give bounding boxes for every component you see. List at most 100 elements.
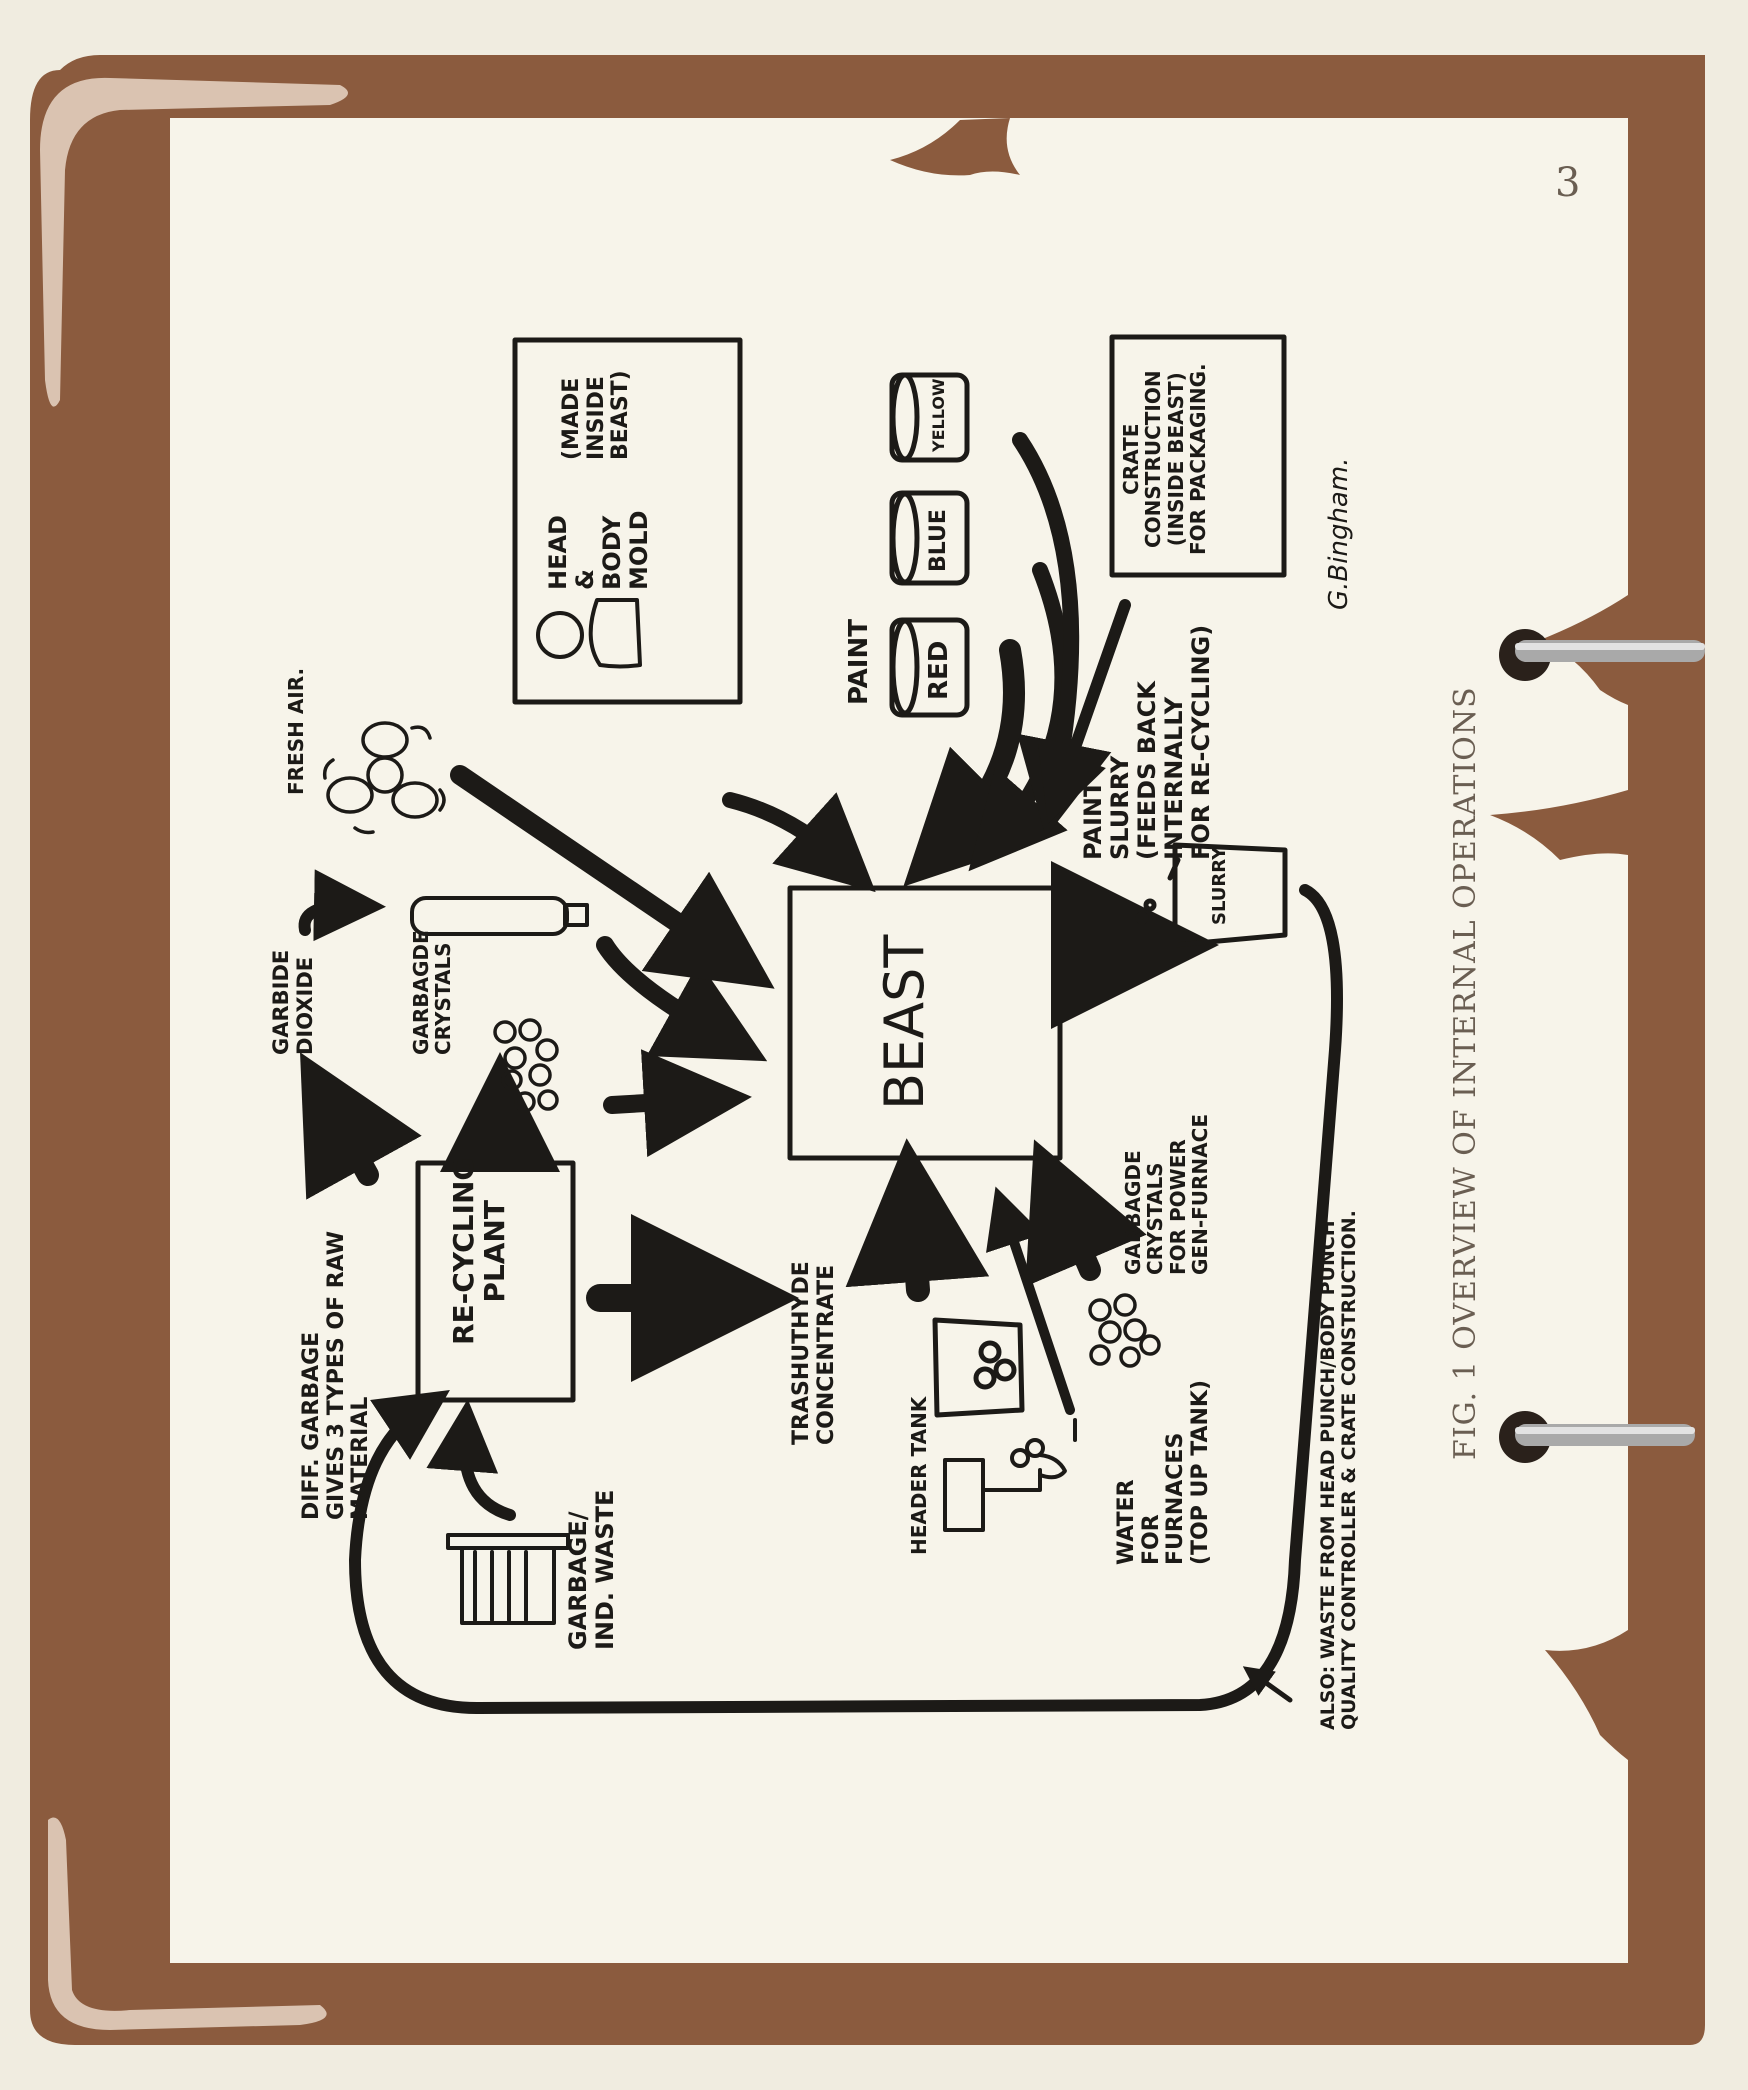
made-inside-line-1: (MADE (559, 377, 584, 460)
made-inside-line-2: INSIDE (583, 376, 609, 460)
header-tank-icon (932, 1317, 1025, 1418)
paint-slurry-line-1: PAINT (1079, 780, 1107, 860)
crystals-power-label: GARBAGDE CRYSTALS FOR POWER GEN-FURNACE (1121, 1114, 1213, 1275)
garbagde-crystals-line-1: GARBAGDE (409, 930, 433, 1055)
crate-box (1109, 334, 1287, 578)
paint-can-yellow (889, 372, 970, 463)
figure-caption: FIG. 1 OVERVIEW OF INTERNAL OPERATIONS (1448, 686, 1483, 1460)
head-body-mold-label: HEAD & BODY MOLD (544, 510, 653, 591)
mold-line-2: & (570, 569, 599, 590)
paint-can-blue (889, 490, 970, 586)
water-to-beast-arrow (986, 1186, 1075, 1415)
paint-can-yellow-label: YELLOW (929, 378, 948, 452)
fan-icon (322, 721, 446, 835)
frame-highlight-top (40, 77, 348, 407)
paper-tear-right-2 (1490, 790, 1628, 860)
crystals-to-beast-arrow (603, 1049, 752, 1158)
crate-line-3: (INSIDE BEAST) (1163, 372, 1188, 547)
slurry-bucket-label: SLURRY (1209, 846, 1230, 925)
can-to-plant-arrow (426, 1399, 516, 1521)
crystals-power-line-3: FOR POWER (1165, 1139, 1190, 1275)
fresh-air-label: FRESH AIR. (284, 667, 308, 795)
garbage-waste-line-2: IND. WASTE (590, 1489, 619, 1650)
mold-line-1: HEAD (544, 515, 572, 590)
binder-ring-lower (1499, 1411, 1695, 1463)
plant-to-dioxide-arrow (300, 1052, 422, 1200)
binder-ring-upper (1499, 629, 1705, 681)
paper-sheet (170, 118, 1628, 1963)
trashuthyde-line-2: CONCENTRATE (813, 1264, 839, 1445)
garbage-waste-label: GARBAGE/ IND. WASTE (564, 1489, 619, 1650)
garbide-dioxide-label: GARBIDE DIOXIDE (269, 949, 317, 1055)
mold-line-3: BODY (597, 515, 626, 590)
paint-slurry-line-2: SLURRY (1105, 755, 1134, 860)
also-waste-line-2: QUALITY CONTROLLER & CRATE CONSTRUCTION. (1338, 1210, 1361, 1730)
water-line-4: (TOP UP TANK) (1187, 1379, 1213, 1565)
water-line-3: FURNACES (1163, 1432, 1189, 1565)
diff-garbage-label: DIFF. GARBAGE GIVES 3 TYPES OF RAW MATER… (299, 1231, 374, 1520)
diff-garbage-line-3: MATERIAL (348, 1396, 374, 1520)
also-waste-arrow (1242, 1666, 1293, 1703)
garbage-waste-line-1: GARBAGE/ (564, 1511, 592, 1650)
head-body-mold-icon (536, 598, 642, 669)
recycling-plant-line-2: PLANT (478, 1200, 512, 1303)
crystals-power-line-4: GEN-FURNACE (1188, 1114, 1213, 1275)
garbage-can-icon (446, 1533, 570, 1625)
water-tap-icon (943, 1418, 1077, 1532)
made-inside-line-3: BEAST) (608, 370, 634, 460)
slurry-bucket-icon (1135, 842, 1288, 948)
paint-can-red (889, 617, 970, 718)
paper-tear-top (890, 118, 1020, 176)
garbide-dioxide-line-1: GARBIDE (269, 949, 293, 1055)
crystals-pile-icon (493, 1018, 559, 1113)
recycling-plant-label: RE-CYCLING PLANT (447, 1157, 512, 1345)
signature: G.Bingham. (1324, 457, 1354, 610)
red-paint-arrow (903, 639, 1044, 887)
frame-highlight-bottom (48, 1817, 327, 2030)
garbide-dioxide-line-2: DIOXIDE (292, 956, 317, 1055)
made-inside-beast-label: (MADE INSIDE BEAST) (559, 370, 634, 460)
dioxide-to-bottle-arrow (298, 869, 386, 942)
beast-label: BEAST (873, 934, 936, 1110)
power-crystals-icon (1088, 1293, 1161, 1368)
mold-box (512, 337, 743, 705)
paper-tear-right-3 (1545, 1630, 1628, 1760)
crate-to-beast-arrow (1037, 599, 1131, 824)
crate-line-2: CONSTRUCTION (1141, 370, 1166, 549)
header-tank-label: HEADER TANK (907, 1396, 931, 1555)
mold-line-4: MOLD (624, 510, 653, 591)
water-line-2: FOR (1138, 1514, 1164, 1565)
gas-bottle-icon (410, 896, 589, 936)
water-furnaces-label: WATER FOR FURNACES (TOP UP TANK) (1114, 1379, 1214, 1565)
yellow-paint-arrow (1012, 432, 1112, 838)
crate-line-1: CRATE (1119, 423, 1143, 495)
paint-slurry-line-4: INTERNALLY (1159, 696, 1188, 860)
crystals-power-line-1: GARBAGDE (1121, 1150, 1145, 1275)
return-loop-line (349, 884, 1343, 1715)
fan-to-beast-arrow (450, 765, 775, 989)
paint-label: PAINT (844, 619, 874, 705)
diff-garbage-line-2: GIVES 3 TYPES OF RAW (323, 1231, 349, 1520)
also-waste-label: ALSO: WASTE FROM HEAD PUNCH/BODY PUNCH Q… (1317, 1210, 1361, 1730)
paint-slurry-line-3: (FEEDS BACK (1132, 681, 1161, 860)
garbagde-crystals-label: GARBAGDE CRYSTALS (409, 930, 456, 1055)
paint-slurry-line-5: FOR RE-CYCLING) (1186, 624, 1215, 860)
crystals-power-line-2: CRYSTALS (1143, 1162, 1168, 1275)
paint-slurry-label: PAINT SLURRY (FEEDS BACK INTERNALLY FOR … (1079, 624, 1215, 860)
recycling-plant-line-1: RE-CYCLING (447, 1157, 480, 1345)
crate-construction-label: CRATE CONSTRUCTION (INSIDE BEAST) FOR PA… (1119, 363, 1210, 555)
trashuthyde-line-1: TRASHUTHYDE (789, 1261, 814, 1445)
diff-garbage-line-1: DIFF. GARBAGE (299, 1331, 324, 1520)
header-to-beast-arrow (845, 1138, 990, 1302)
bottle-to-beast-arrow (596, 936, 768, 1062)
power-crystals-arrow (1025, 1139, 1147, 1287)
garbagde-crystals-line-2: CRYSTALS (431, 942, 456, 1055)
also-waste-line-1: ALSO: WASTE FROM HEAD PUNCH/BODY PUNCH (1317, 1220, 1339, 1730)
trashuthyde-label: TRASHUTHYDE CONCENTRATE (789, 1261, 839, 1445)
water-line-1: WATER (1114, 1479, 1139, 1565)
paint-can-blue-label: BLUE (926, 509, 951, 572)
mold-to-beast-arrow (722, 792, 876, 893)
page-number: 3 (1555, 160, 1581, 206)
paint-can-red-label: RED (924, 640, 954, 700)
